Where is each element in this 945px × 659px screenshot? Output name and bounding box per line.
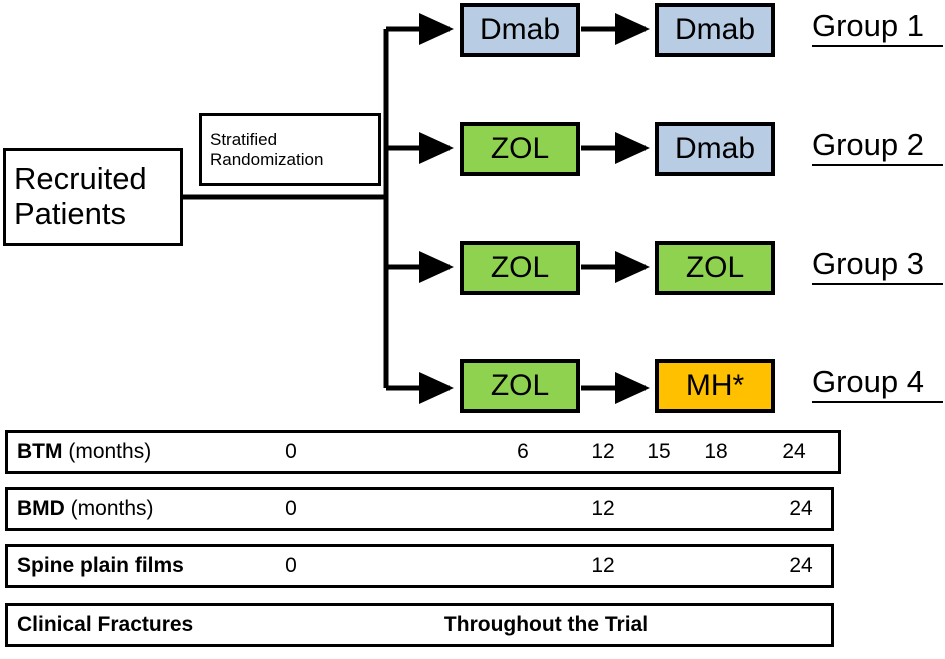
schedule-row-btm-label-unit: (months) (62, 440, 152, 463)
group-2-label: Group 2 (812, 127, 943, 166)
recruited-patients-line2: Patients (14, 196, 127, 231)
arm-2-phase-2-box: Dmab (655, 122, 775, 176)
schedule-row-spine-films: Spine plain films 0 12 24 (5, 544, 834, 588)
schedule-row-btm-tick-0: 0 (285, 440, 297, 463)
randomization-line1: Stratified (210, 130, 278, 150)
schedule-row-bmd-label-unit: (months) (64, 497, 154, 520)
schedule-row-btm-tick-15: 15 (647, 440, 671, 463)
schedule-row-clinical-fractures-value: Throughout the Trial (443, 613, 649, 636)
schedule-row-btm-tick-12: 12 (591, 440, 615, 463)
schedule-row-btm: BTM (months) 0 6 12 15 18 24 (5, 430, 841, 474)
recruited-patients-line1: Recruited (14, 161, 147, 197)
group-4-label: Group 4 (812, 364, 943, 403)
arm-3-phase-2-box: ZOL (655, 241, 775, 295)
schedule-row-spine-films-label: Spine plain films (17, 554, 184, 578)
stratified-randomization-box: Stratified Randomization (199, 113, 381, 186)
schedule-row-btm-tick-6: 6 (517, 440, 529, 463)
arm-2-phase-1-box: ZOL (460, 122, 580, 176)
schedule-row-bmd-tick-24: 24 (789, 497, 813, 520)
arm-3-phase-1-box: ZOL (460, 241, 580, 295)
schedule-row-btm-label-bold: BTM (17, 440, 63, 463)
group-3-label: Group 3 (812, 246, 943, 285)
schedule-row-bmd-tick-12: 12 (591, 497, 615, 520)
schedule-row-btm-label: BTM (months) (17, 440, 151, 464)
schedule-row-spine-films-label-bold: Spine plain films (17, 554, 184, 577)
schedule-row-bmd-tick-0: 0 (285, 497, 297, 520)
schedule-row-spine-films-tick-0: 0 (285, 554, 297, 577)
recruited-patients-box: Recruited Patients (3, 148, 183, 246)
schedule-row-spine-films-tick-12: 12 (591, 554, 615, 577)
schedule-row-btm-tick-18: 18 (704, 440, 728, 463)
arm-4-phase-2-box: MH* (655, 359, 775, 413)
arm-1-phase-1-box: Dmab (460, 3, 580, 57)
schedule-row-spine-films-tick-24: 24 (789, 554, 813, 577)
schedule-row-clinical-fractures-label-bold: Clinical Fractures (17, 613, 194, 636)
schedule-row-bmd-label-bold: BMD (17, 497, 65, 520)
schedule-row-bmd-label: BMD (months) (17, 497, 154, 521)
schedule-row-btm-tick-24: 24 (782, 440, 806, 463)
schedule-row-clinical-fractures: Clinical Fractures Throughout the Trial (5, 603, 834, 647)
randomization-line2: Randomization (210, 149, 324, 169)
schedule-row-clinical-fractures-label: Clinical Fractures (17, 613, 193, 637)
arm-1-phase-2-box: Dmab (655, 3, 775, 57)
arm-4-phase-1-box: ZOL (460, 359, 580, 413)
group-1-label: Group 1 (812, 8, 943, 47)
schedule-row-bmd: BMD (months) 0 12 24 (5, 487, 834, 531)
